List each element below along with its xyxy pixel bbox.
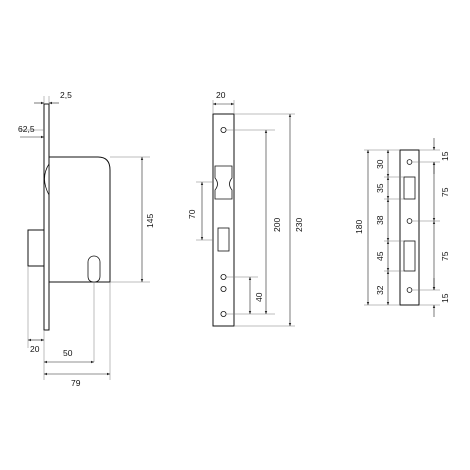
dim-latch-to-bolt: 70: [187, 209, 197, 219]
dim-strike-lower-half: 75: [440, 251, 450, 261]
dim-strike-top-margin-left: 30: [375, 159, 385, 169]
dim-faceplate-width: 20: [216, 90, 226, 100]
dim-strike-bottom-margin-left: 32: [375, 285, 385, 295]
strike-bottom-hole: [406, 287, 413, 293]
dim-strike-total: 180: [354, 220, 364, 234]
dim-case-depth: 79: [71, 378, 81, 388]
latch-opening: [214, 165, 233, 200]
side-view: 2,5 62,5 145 20 50 79: [18, 90, 155, 388]
bolt-block: [27, 229, 45, 267]
lower-screw-hole: [220, 285, 227, 292]
dim-backset: 50: [63, 348, 73, 358]
dim-strike-slot-gap: 38: [375, 215, 385, 225]
strike-middle-hole: [406, 218, 413, 224]
strike-plate: [399, 149, 420, 306]
strike-view: 180 30 35 38 45 32 15 75 75 15: [354, 138, 450, 317]
dim-plate-to-case: 20: [30, 344, 40, 354]
top-screw-hole: [220, 127, 227, 134]
dim-strike-upper-slot: 35: [375, 183, 385, 193]
middle-screw-hole: [220, 273, 227, 280]
dim-strike-top-margin-right: 15: [440, 151, 450, 161]
strike-lower-slot: [403, 240, 416, 272]
latch-bulge: [44, 162, 50, 196]
bottom-screw-hole: [220, 310, 227, 317]
dim-bottom-hole: 40: [254, 292, 264, 302]
front-view: 20 70 200 230 40: [187, 90, 304, 327]
side-faceplate: [43, 103, 50, 331]
cylinder-cutout: [87, 255, 101, 283]
strike-top-hole: [406, 159, 413, 165]
lock-case: [48, 156, 111, 283]
dim-strike-upper-half: 75: [440, 187, 450, 197]
dim-strike-bottom-margin-right: 15: [440, 293, 450, 303]
dim-backset-small: 62,5: [18, 124, 35, 134]
dim-strike-lower-slot: 45: [375, 251, 385, 261]
dim-case-height: 145: [145, 214, 155, 228]
strike-upper-slot: [403, 176, 416, 200]
dim-hole-spacing: 200: [272, 218, 282, 232]
bolt-opening: [217, 227, 230, 252]
front-faceplate: [212, 113, 235, 327]
dim-plate-offset: 2,5: [60, 90, 72, 100]
dim-faceplate-length: 230: [294, 218, 304, 232]
